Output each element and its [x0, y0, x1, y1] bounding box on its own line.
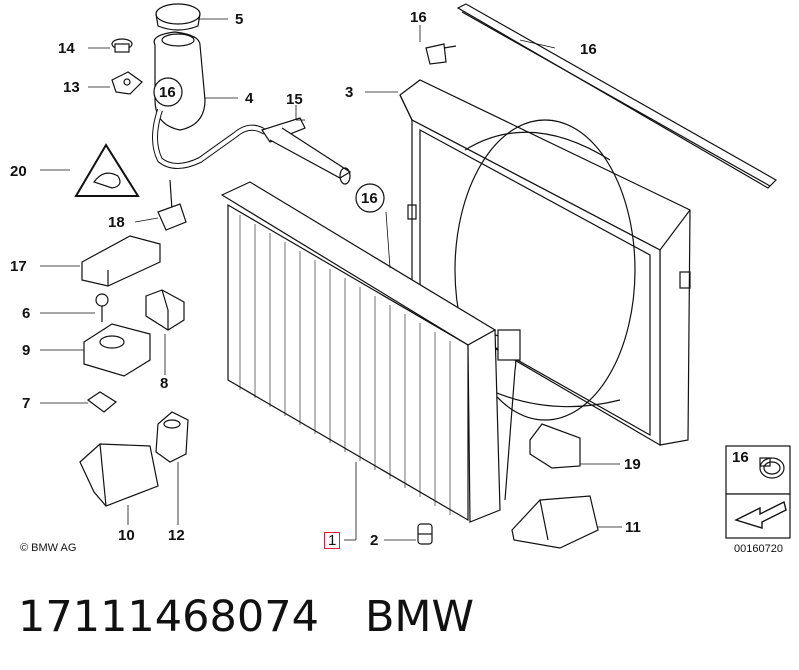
- screw-6: [95, 293, 109, 322]
- callout-13: 13: [63, 79, 80, 96]
- rivet-18: [425, 43, 457, 65]
- callout-9: 9: [22, 342, 31, 359]
- callout-21: 19: [624, 456, 641, 473]
- callout-circle-16-radiator: [355, 183, 385, 213]
- callout-15: 15: [286, 91, 303, 108]
- bracket-11: [511, 495, 599, 549]
- copyright-notice: © BMW AG: [20, 542, 77, 554]
- rubber-mount-8: [145, 289, 185, 331]
- callout-5: 5: [235, 11, 244, 28]
- radiator: [220, 181, 521, 523]
- clip-13: [111, 71, 143, 95]
- callout-10: 10: [118, 527, 135, 544]
- seal-strip: [456, 3, 777, 189]
- footer-caption: 17111468074 BMW: [18, 592, 474, 642]
- holder-21: [529, 423, 581, 469]
- parts-diagram: [40, 3, 791, 549]
- arrow-icon: [734, 500, 787, 529]
- callout-20: 18: [108, 214, 125, 231]
- fan-shroud: [399, 79, 691, 447]
- callout-1-highlighted: 1: [324, 532, 341, 549]
- hose-clamp-icon: [759, 457, 785, 479]
- callout-7: 7: [22, 395, 31, 412]
- callout-19: 17: [10, 258, 27, 275]
- callout-17: 16: [580, 41, 597, 58]
- screw-14: [111, 38, 133, 53]
- tank-cap: [155, 3, 201, 31]
- hose-15: [261, 117, 352, 185]
- part-number: 17111468074: [18, 592, 319, 642]
- rubber-mount-12: [155, 411, 189, 463]
- callout-16-tank: 16: [159, 84, 176, 101]
- drain-plug-2: [417, 523, 433, 545]
- mount-9: [83, 323, 151, 377]
- diagram-ref-code: 00160720: [734, 543, 783, 555]
- callout-11: 11: [625, 519, 641, 536]
- callout-14: 14: [58, 40, 75, 57]
- callout-3: 3: [345, 84, 354, 101]
- inset-box: [725, 445, 791, 539]
- holder-20: [157, 179, 187, 231]
- callout-6: 6: [22, 305, 31, 322]
- callout-12: 12: [168, 527, 185, 544]
- clip-7: [86, 391, 118, 413]
- callout-2: 2: [370, 532, 379, 549]
- callout-8: 8: [160, 375, 169, 392]
- callout-4: 4: [245, 90, 254, 107]
- callout-22: 20: [10, 163, 27, 180]
- callout-16-inset: 16: [732, 449, 749, 466]
- brand-name: BMW: [364, 592, 475, 642]
- air-duct-10: [79, 443, 159, 507]
- callout-16-radiator: 16: [361, 190, 378, 207]
- warning-triangle-22: [74, 143, 140, 197]
- bracket-19: [81, 235, 161, 287]
- callout-18: 16: [410, 9, 427, 26]
- callout-circle-16-tank: [153, 77, 183, 107]
